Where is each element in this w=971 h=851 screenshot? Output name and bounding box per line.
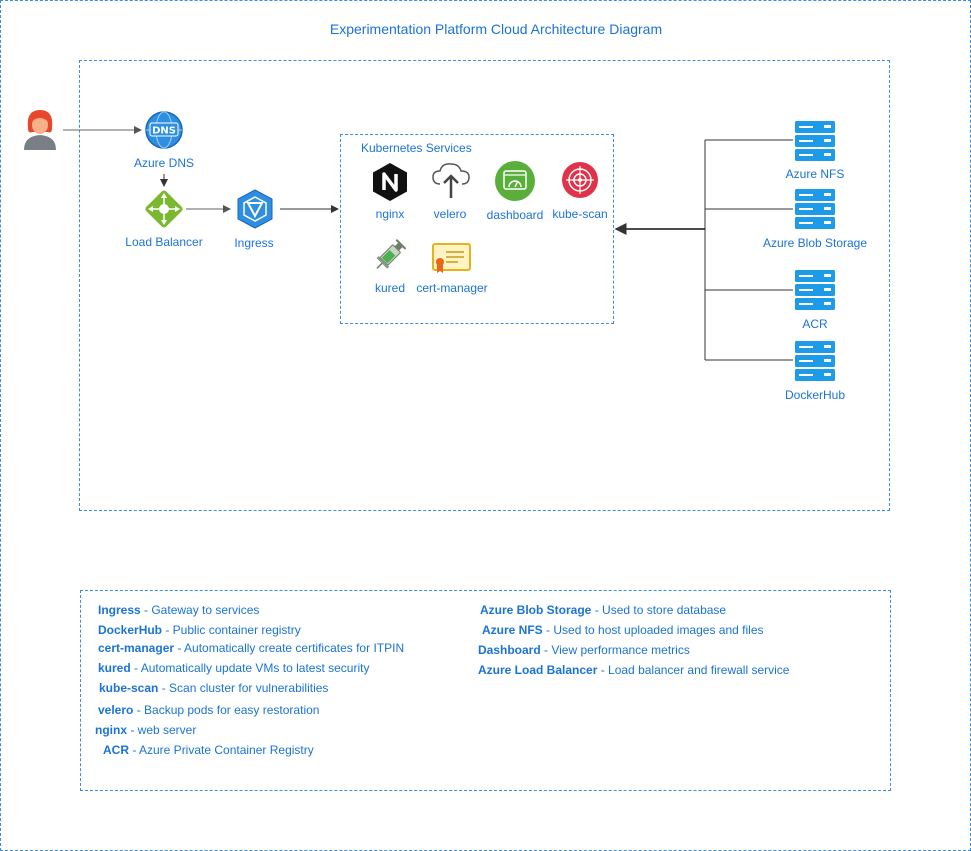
legend-item: Azure Load Balancer - Load balancer and … [478,663,790,677]
azure-nfs-label: Azure NFS [785,167,845,181]
azure-blob-server-icon [795,189,835,229]
azure-nfs-server-icon [795,121,835,161]
legend-item: Azure NFS - Used to host uploaded images… [482,623,764,637]
dashboard-icon [495,161,535,201]
legend-item: velero - Backup pods for easy restoratio… [98,703,320,717]
legend-item: DockerHub - Public container registry [98,623,301,637]
architecture-frame [79,60,890,511]
dashboard-label: dashboard [486,208,544,222]
acr-server-icon [795,270,835,310]
kubernetes-group [340,134,614,324]
dns-icon: DNS [145,111,183,149]
legend-item: Dashboard - View performance metrics [478,643,690,657]
velero-label: velero [433,207,467,221]
target-scan-icon [562,162,598,198]
kubernetes-group-label: Kubernetes Services [361,141,472,155]
legend-item: ACR - Azure Private Container Registry [103,743,314,757]
acr-label: ACR [802,317,828,331]
dockerhub-server-icon [795,341,835,381]
legend-item: cert-manager - Automatically create cert… [98,641,405,655]
cert-manager-label: cert-manager [416,281,488,295]
ingress-icon [237,189,273,229]
load-balancer-icon [145,190,183,228]
azure-dns-label: Azure DNS [133,156,195,170]
kured-label: kured [374,281,406,295]
legend-item: Azure Blob Storage - Used to store datab… [480,603,727,617]
cloud-upload-icon [432,163,470,198]
legend-item: kube-scan - Scan cluster for vulnerabili… [99,681,329,695]
load-balancer-label: Load Balancer [125,235,203,249]
dockerhub-label: DockerHub [784,388,846,402]
legend-item: kured - Automatically update VMs to late… [98,661,370,675]
legend-frame [80,590,891,791]
certificate-icon [432,243,471,273]
svg-text:DNS: DNS [152,126,176,137]
azure-blob-storage-label: Azure Blob Storage [762,236,868,250]
kube-scan-label: kube-scan [552,207,608,221]
user-avatar-icon [24,110,56,150]
nginx-icon [373,163,407,201]
nginx-label: nginx [375,207,405,221]
legend-item: nginx - web server [95,723,197,737]
legend-item: Ingress - Gateway to services [98,603,260,617]
diagram-title: Experimentation Platform Cloud Architect… [329,21,663,37]
ingress-label: Ingress [234,236,274,250]
syringe-icon [376,239,407,269]
